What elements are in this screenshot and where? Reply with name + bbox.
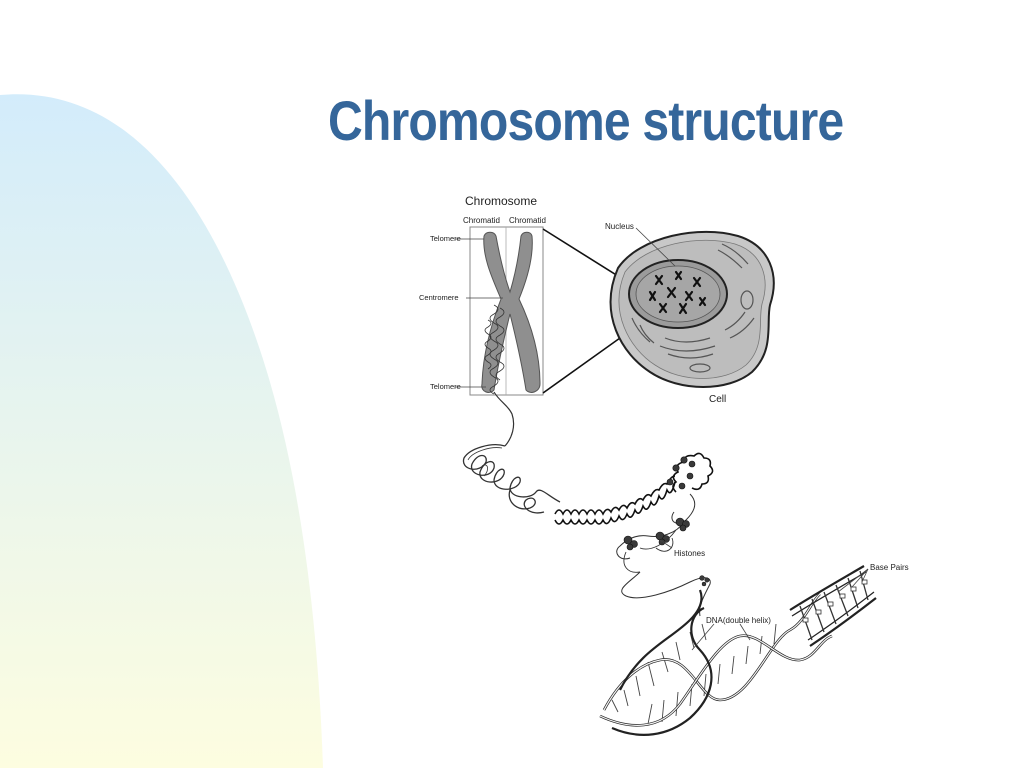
slide-title: Chromosome structure <box>328 89 844 152</box>
centromere-label: Centromere <box>419 293 459 302</box>
base-pairs-label: Base Pairs <box>870 563 909 572</box>
chromatin-coils <box>484 304 505 395</box>
chromatid-right-label: Chromatid <box>509 216 546 225</box>
base-pairs-leaders <box>837 568 869 593</box>
small-coil <box>699 575 710 587</box>
cell-label: Cell <box>709 394 726 405</box>
cell-illustration: Nucleus Cell <box>605 222 775 405</box>
telomere-bottom-label: Telomere <box>430 382 461 391</box>
nucleus-chromosomes <box>648 270 707 315</box>
cell-organelles <box>631 243 755 373</box>
chromatin-fiber <box>462 391 714 560</box>
base-pair-ladder <box>789 565 877 647</box>
chromosome-panel: Chromosome Chromatid Chromatid Telomere … <box>419 194 546 396</box>
chromosome-box <box>469 226 544 396</box>
dna-thread <box>621 571 711 617</box>
nucleus-leader <box>635 227 676 267</box>
chromosome-shape <box>481 231 541 393</box>
dna-label: DNA(double helix) <box>706 616 771 625</box>
chromosome-heading: Chromosome <box>465 194 537 208</box>
telomere-top-label: Telomere <box>430 234 461 243</box>
dna-double-helix <box>599 589 833 736</box>
histones-leader <box>659 539 673 549</box>
chromatid-left-label: Chromatid <box>463 216 500 225</box>
histones-label: Histones <box>674 549 705 558</box>
histone-loops <box>623 529 677 573</box>
nucleus-label: Nucleus <box>605 222 634 231</box>
dna-leaders <box>691 623 751 651</box>
helix-rungs <box>611 623 777 725</box>
